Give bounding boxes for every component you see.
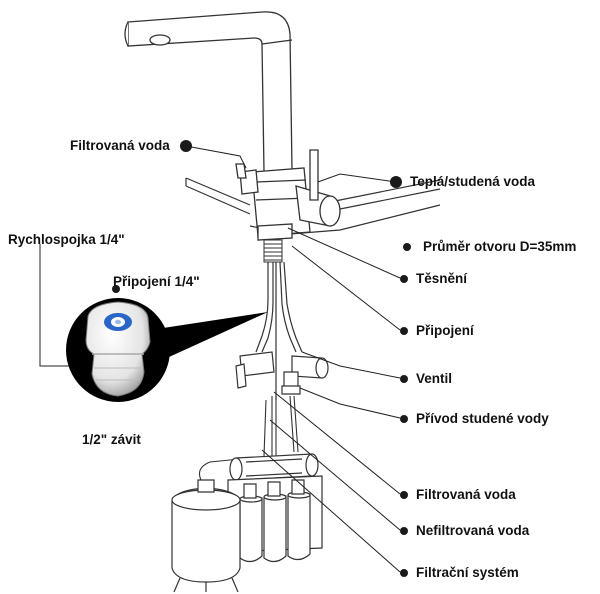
storage-tank xyxy=(171,479,241,593)
label-connection: Připojení xyxy=(416,323,474,338)
label-valve: Ventil xyxy=(416,371,453,386)
bullet-filtered-bottom xyxy=(400,491,408,499)
bullet-connection xyxy=(400,327,408,335)
bullet-connection-quarter xyxy=(112,285,120,293)
flex-hoses xyxy=(255,261,303,400)
label-hole-diameter: Průměr otvoru D=35mm xyxy=(423,239,577,254)
threaded-shank xyxy=(263,239,283,263)
bullet-unfiltered xyxy=(400,527,408,535)
bullet-filtered-top xyxy=(180,140,192,152)
label-connection-quarter: Připojení 1/4" xyxy=(113,274,200,289)
callout-wedge xyxy=(150,312,268,362)
label-seal: Těsnění xyxy=(416,271,468,286)
label-quick-connector: Rychlospojka 1/4" xyxy=(8,232,125,247)
quick-connector-callout xyxy=(66,298,268,402)
faucet-body xyxy=(124,11,341,241)
bullet-valve xyxy=(400,375,408,383)
label-filter-system: Filtrační systém xyxy=(416,565,519,580)
bullet-seal xyxy=(400,275,408,283)
callout-lines xyxy=(39,145,401,573)
bullet-filter-system xyxy=(400,569,408,577)
label-filtered-water-top: Filtrovaná voda xyxy=(70,138,170,153)
label-unfiltered-water: Nefiltrovaná voda xyxy=(416,523,530,538)
bullet-cold-supply xyxy=(400,415,408,423)
label-hot-cold-water: Teplá/studená voda xyxy=(410,174,536,189)
label-cold-water-supply: Přívod studené vody xyxy=(416,411,549,426)
angle-valves xyxy=(235,351,329,395)
bullet-diameter xyxy=(403,243,411,251)
label-half-inch-thread: 1/2" závit xyxy=(82,432,141,447)
filter-system xyxy=(227,453,323,563)
label-filtered-water-bottom: Filtrovaná voda xyxy=(416,487,516,502)
bullet-hot-cold xyxy=(390,176,402,188)
